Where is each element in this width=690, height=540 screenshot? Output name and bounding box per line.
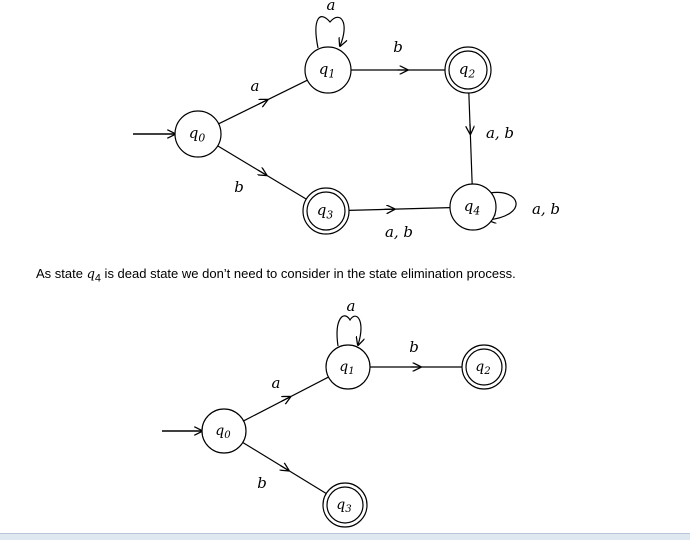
transition-label: a [272,374,281,392]
state-q3: q3 [323,483,367,527]
transition-label: a [251,77,260,95]
state-q0: q0 [202,409,246,453]
state-q0: q0 [175,111,221,157]
self-loop-q1 [337,316,361,346]
state-q4: q4 [450,184,496,230]
transition-q2-q4 [469,93,472,184]
dead-state-caption: As state q4 is dead state we don’t need … [36,266,516,285]
state-q1: q1 [305,47,351,93]
transition-q3-q4 [349,208,450,211]
caption-state-name: q [87,267,95,282]
state-q1: q1 [326,345,370,389]
state-q2: q2 [462,345,506,389]
transition-label: b [393,38,403,56]
transition-label: a, b [385,223,413,241]
caption-prefix: As state [36,266,87,281]
transition-label: b [234,178,244,196]
transition-label: b [409,338,419,356]
transition-label: a, b [532,200,560,218]
transition-label: a [347,297,356,315]
dfa-diagram-reduced: a b a b q0 q1 q2 q3 [162,297,506,527]
transition-arrowhead [280,465,289,470]
transition-label: a, b [486,124,514,142]
transition-arrowhead [258,170,267,175]
self-loop-q1 [316,17,344,48]
transition-label: a [327,0,336,14]
state-q3: q3 [303,188,349,234]
transition-arrowhead [258,100,267,104]
transition-arrowhead [281,397,290,402]
dfa-diagram-original: a b a b a, b a, b a, b q0 q1 q2 q3 q4 [133,0,560,241]
caption-suffix: is dead state we don’t need to consider … [101,266,516,281]
state-q2: q2 [445,47,491,93]
transition-label: b [257,474,267,492]
